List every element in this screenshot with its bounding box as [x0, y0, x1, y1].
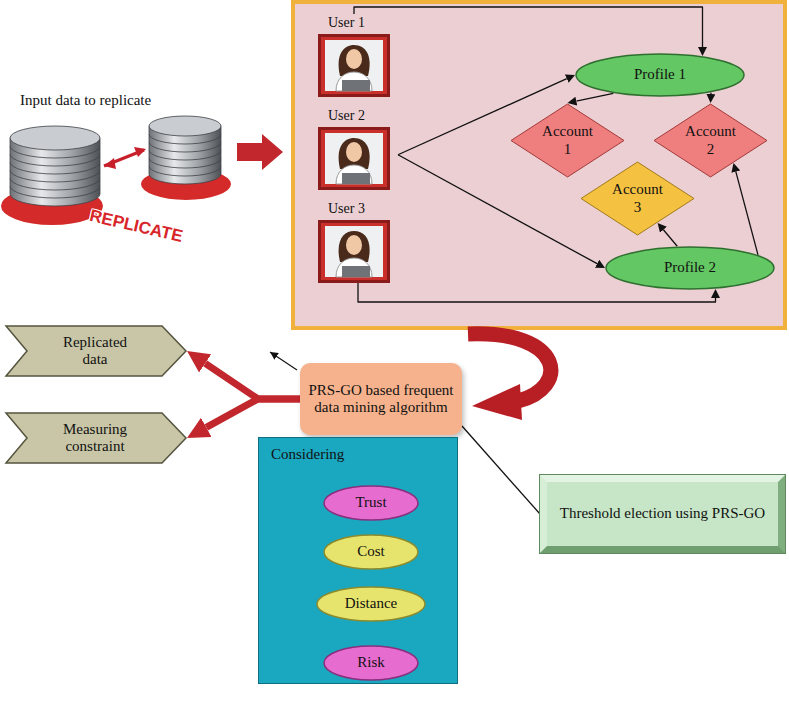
node-text: Cost — [336, 543, 405, 560]
node-text: Profile 2 — [629, 259, 751, 276]
database-stacks — [10, 116, 221, 206]
user-profile-panel — [293, 2, 785, 328]
curved-flow-arrow-head — [472, 384, 522, 420]
output-tag: Replicated data — [5, 325, 187, 377]
connector-arrow — [354, 7, 703, 47]
node-text: Account 1 — [540, 123, 595, 158]
panel-heading: Considering — [271, 446, 344, 463]
illustration-text: REPLICATE — [88, 206, 185, 247]
disk-top — [149, 116, 221, 136]
node-text: Threshold election using PRS-GO — [555, 505, 771, 522]
user-label: User 3 — [318, 200, 398, 218]
user-avatar: User 2 — [318, 107, 398, 190]
node-text: Risk — [336, 654, 405, 671]
output-tag: Measuring constraint — [5, 412, 187, 464]
text-holder: Risk — [336, 654, 405, 671]
account-diamond: Account 3 — [580, 161, 695, 236]
user-avatar: User 3 — [318, 200, 398, 283]
text-holder: Cost — [336, 543, 405, 560]
text-holder: Trust — [336, 494, 405, 511]
replicate-arrow-head — [104, 158, 116, 169]
connector-arrow — [736, 172, 758, 255]
output-arrow — [206, 399, 300, 427]
connector-arrow — [710, 93, 711, 94]
node-text: Trust — [336, 494, 405, 511]
profile-ellipse: Profile 1 — [575, 53, 745, 97]
criterion-ellipse: Distance — [316, 586, 426, 622]
text-holder: Threshold election using PRS-GO — [555, 505, 771, 522]
node-text: Measuring constraint — [50, 421, 140, 456]
node-text: Account 2 — [683, 123, 738, 158]
criterion-ellipse: Cost — [323, 534, 419, 570]
node-text: PRS-GO based frequent data mining algori… — [307, 382, 454, 417]
text-holder: Measuring constraint — [50, 421, 140, 456]
text-holder: PRS-GO based frequent data mining algori… — [307, 382, 454, 417]
text-holder: Profile 2 — [629, 259, 751, 276]
text-holder: Replicated data — [50, 334, 140, 369]
connector-arrow — [576, 93, 613, 101]
user-label: User 1 — [318, 14, 398, 32]
connector-arrow — [462, 426, 540, 514]
pointer-arrow — [270, 352, 297, 370]
account-diamond: Account 1 — [510, 103, 625, 178]
profile-ellipse: Profile 2 — [605, 246, 775, 290]
text-holder: Account 3 — [610, 181, 665, 216]
disk — [10, 127, 100, 158]
account-diamond: Account 2 — [653, 103, 768, 178]
connector-arrow — [663, 230, 677, 246]
user-picture — [318, 34, 390, 97]
node-text: Replicated data — [50, 334, 140, 369]
disk-top — [10, 126, 100, 150]
output-arrow — [205, 363, 300, 399]
user-avatar: User 1 — [318, 14, 398, 97]
user-label: User 2 — [318, 107, 398, 125]
disk — [149, 117, 221, 144]
text-holder: Distance — [331, 595, 410, 612]
criteria-panel: ConsideringTrustCostDistanceRisk — [258, 437, 458, 684]
replicate-arrow-head — [134, 147, 146, 157]
node-text: Account 3 — [610, 181, 665, 216]
flow-arrow — [237, 134, 283, 170]
text-holder: Account 2 — [683, 123, 738, 158]
criterion-ellipse: Trust — [323, 485, 419, 521]
node-text: Profile 1 — [599, 66, 721, 83]
node-text: Distance — [331, 595, 410, 612]
process-box: PRS-GO based frequent data mining algori… — [300, 363, 462, 435]
user-picture — [318, 127, 390, 190]
user-picture — [318, 220, 390, 283]
threshold-box: Threshold election using PRS-GO — [540, 475, 785, 553]
caption-text: Input data to replicate — [20, 92, 151, 109]
text-holder: Account 1 — [540, 123, 595, 158]
criterion-ellipse: Risk — [323, 645, 419, 681]
text-holder: Profile 1 — [599, 66, 721, 83]
